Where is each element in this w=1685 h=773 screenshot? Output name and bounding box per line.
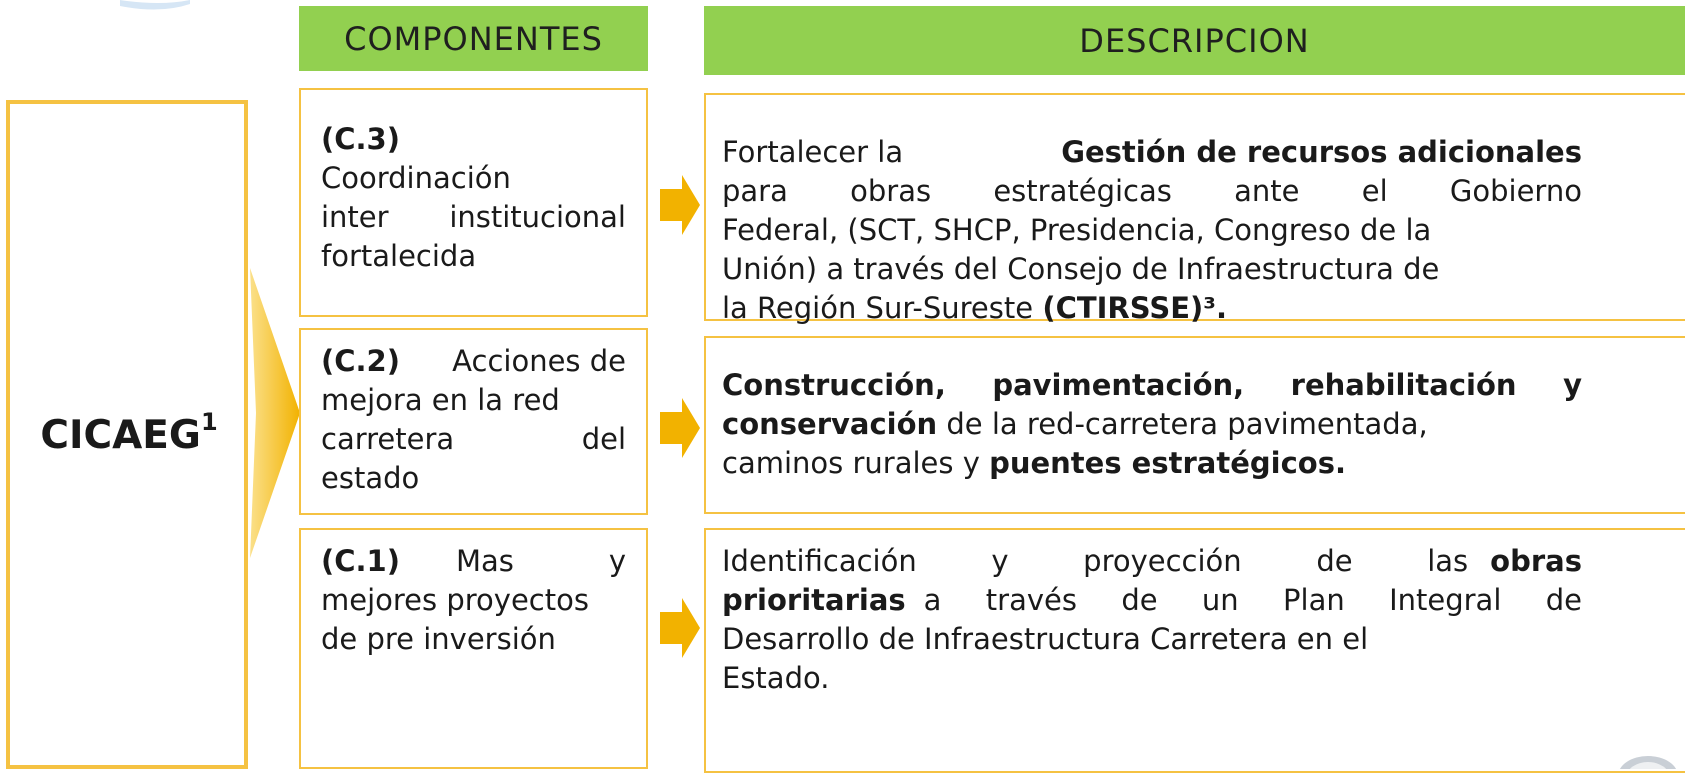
desc-c3-l5b: (CTIRSSE)³. [1042,291,1228,325]
desc-c2-l2b: de la red-carretera pavimentada, [946,407,1428,441]
header-descripcion: DESCRIPCION [704,6,1685,75]
desc-c1-l4: Estado. [722,661,830,695]
component-c1-code: (C.1) [321,544,400,578]
description-box-c3: Fortalecer la Gestión de recursos adicion… [704,93,1685,325]
component-c2-code: (C.2) [321,344,400,378]
component-box-c2: (C.2) Acciones de mejora en la red carret… [299,328,648,515]
avatar [1610,752,1685,769]
component-c3-code: (C.3) [321,122,400,156]
main-entity-label: CICAEG1 [36,408,217,458]
desc-c3-l1a: Fortalecer la [722,135,904,169]
desc-c1-l2a: prioritarias [722,583,906,617]
desc-c3-l5a: la Región Sur-Sureste [722,291,1034,325]
desc-c2-l3a: caminos rurales y [722,446,980,480]
component-c2-line-3: estado [321,461,420,495]
desc-c2-l2a: conservación [722,407,938,441]
main-entity-name: CICAEG [40,412,201,458]
component-c1-line-2: de pre inversión [321,622,556,656]
arrow-c1 [660,598,700,658]
header-componentes: COMPONENTES [299,6,648,71]
desc-c2-l3b: puentes estratégicos. [989,446,1346,480]
component-c1-line-1: mejores proyectos [321,583,589,617]
component-c3-line-3: fortalecida [321,239,477,273]
desc-c3-l3: Federal, (SCT, SHCP, Presidencia, Congre… [722,213,1432,247]
desc-c3-l1b: Gestión de recursos adicionales [1061,135,1582,169]
component-c2-line-1: mejora en la red [321,383,560,417]
description-box-c2: Construcción,pavimentación,rehabilitació… [704,336,1685,514]
header-componentes-label: COMPONENTES [344,19,603,58]
component-c3-line-1: Coordinación [321,161,511,195]
component-c2-line-0: Acciones de [452,344,626,378]
desc-c2-l1: Construcción,pavimentación,rehabilitació… [722,368,1582,402]
desc-c1-l1b: obras [1490,544,1582,578]
main-entity-superscript: 1 [200,407,218,436]
arrow-c3 [660,175,700,235]
desc-c1-l3: Desarrollo de Infraestructura Carretera … [722,622,1369,656]
decorative-corner-graphic [120,0,190,20]
big-chevron-arrow [250,268,300,558]
main-entity-box: CICAEG1 [6,100,248,769]
desc-c3-l4: Unión) a través del Consejo de Infraestr… [722,252,1440,286]
header-descripcion-label: DESCRIPCION [1079,21,1310,60]
arrow-c2 [660,398,700,458]
